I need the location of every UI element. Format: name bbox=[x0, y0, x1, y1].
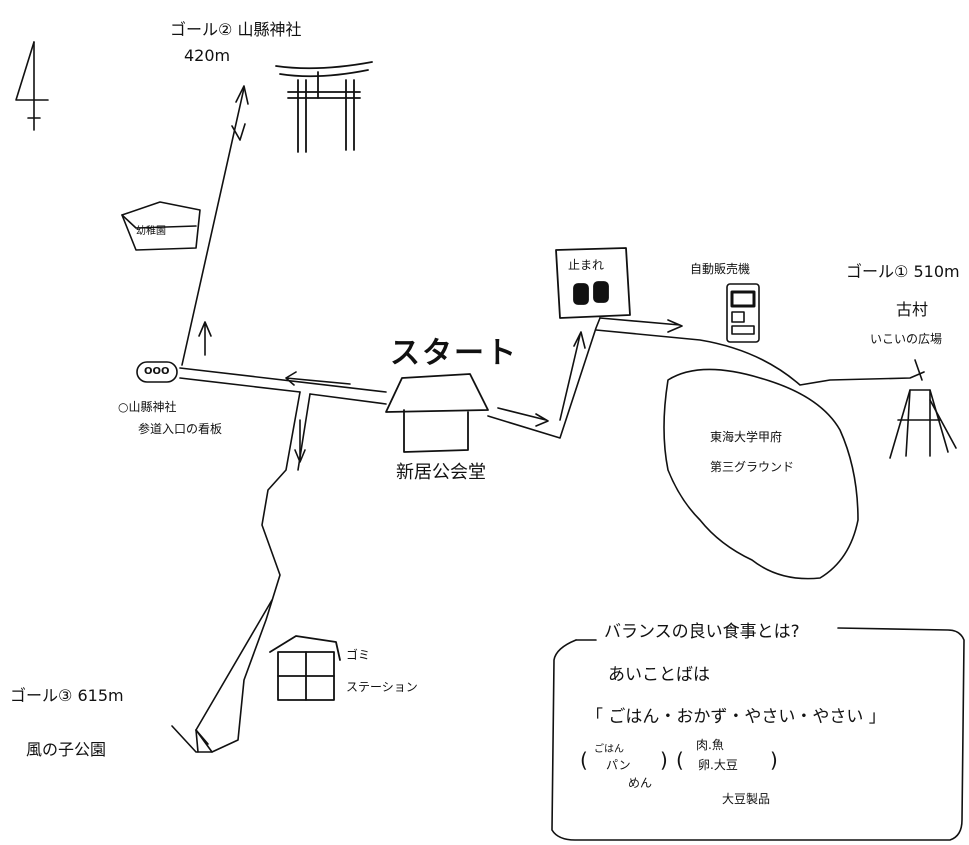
start-label: スタート bbox=[390, 336, 518, 371]
note-p1-c: めん bbox=[628, 776, 653, 790]
note-p1-a: ごはん bbox=[594, 744, 624, 755]
ground-area-icon bbox=[663, 368, 859, 580]
sign-symbol: OOO bbox=[144, 366, 170, 377]
goal-1-place-2: いこいの広場 bbox=[870, 332, 943, 346]
route-to-goal-1 bbox=[487, 317, 925, 439]
ground-label-2: 第三グラウンド bbox=[710, 460, 795, 474]
route-to-goal-2 bbox=[181, 85, 249, 366]
route-to-goal-3 bbox=[171, 391, 311, 753]
ground-label-1: 東海大学甲府 bbox=[710, 430, 783, 444]
goal-2-distance: 420m bbox=[184, 46, 231, 65]
garbage-station-icon bbox=[269, 635, 341, 701]
shrine-sign-label: ○山縣神社 bbox=[118, 400, 177, 414]
shrine-sign-label-2: 参道入口の看板 bbox=[138, 422, 223, 436]
garbage-label-1: ゴミ bbox=[346, 648, 371, 662]
goal-1-label: ゴール① 510m bbox=[846, 262, 960, 281]
note-line-2: 「 ごはん・おかず・やさい・やさい 」 bbox=[586, 707, 886, 727]
start-building-icon bbox=[385, 373, 489, 453]
shrine-sign-icon bbox=[136, 361, 178, 383]
road-west bbox=[179, 367, 387, 405]
garbage-label-2: ステーション bbox=[346, 680, 418, 694]
goal-3-label: ゴール③ 615m bbox=[10, 686, 124, 705]
note-paren-1-close: ) bbox=[660, 748, 668, 772]
note-p2-b: 卵.大豆 bbox=[698, 758, 738, 772]
kindergarten-label: 幼稚園 bbox=[136, 226, 166, 237]
note-paren-2-open: ( bbox=[676, 748, 684, 772]
goal-2-label: ゴール② 山縣神社 bbox=[170, 20, 302, 39]
note-paren-1-open: ( bbox=[580, 748, 588, 772]
note-p2-c: 大豆製品 bbox=[722, 792, 771, 806]
note-p2-a: 肉.魚 bbox=[696, 738, 724, 752]
note-paren-2-close: ) bbox=[770, 748, 778, 772]
stop-sign-icon bbox=[555, 247, 631, 319]
goal-3-place: 風の子公園 bbox=[26, 740, 107, 759]
kindergarten-icon bbox=[121, 201, 201, 251]
note-line-1: あいことばは bbox=[608, 665, 710, 685]
playground-slide-icon bbox=[889, 389, 957, 459]
note-title: バランスの良い食事とは? bbox=[600, 617, 804, 642]
vending-machine-icon bbox=[726, 283, 760, 343]
note-p1-b: パン bbox=[606, 758, 631, 772]
start-building-label: 新居公会堂 bbox=[396, 462, 486, 483]
vending-label: 自動販売機 bbox=[690, 262, 751, 276]
note-box-frame bbox=[551, 627, 965, 841]
stop-sign-label: 止まれ bbox=[568, 258, 605, 272]
north-arrow-icon bbox=[15, 41, 49, 131]
goal-1-place: 古村 bbox=[896, 300, 929, 319]
torii-gate-icon bbox=[275, 61, 373, 153]
